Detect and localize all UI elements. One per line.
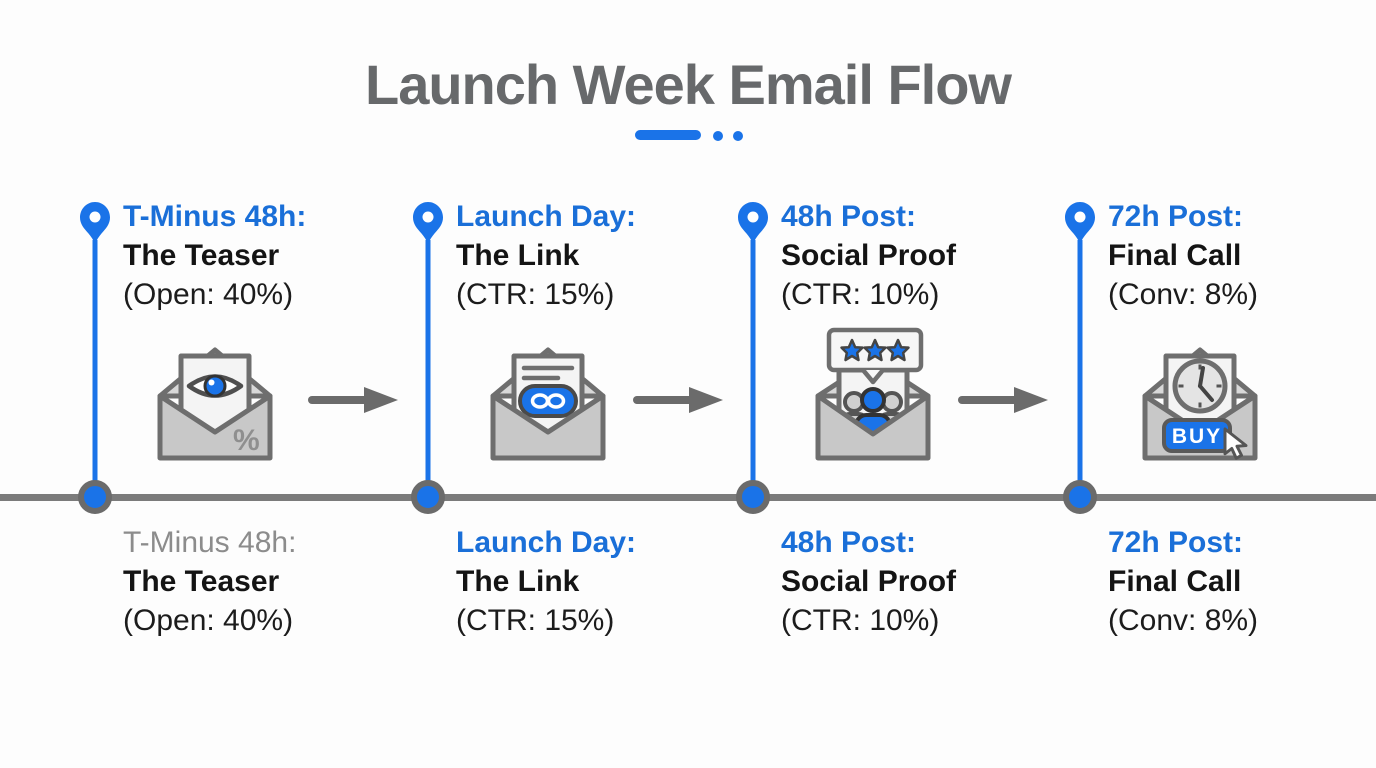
stage-name: The Teaser xyxy=(123,565,280,598)
stage-metric: (Open: 40%) xyxy=(123,278,294,311)
buy-now-envelope-icon: BUY xyxy=(1142,347,1258,461)
stage-name: The Link xyxy=(456,239,580,272)
open-tracking-envelope-icon: % xyxy=(157,347,273,461)
stage-time-label: T-Minus 48h: xyxy=(123,526,297,559)
stage-label-bottom: Launch Day: The Link (CTR: 15%) xyxy=(456,523,776,640)
stage-time-label: 72h Post: xyxy=(1108,526,1244,559)
stage-metric: (Conv: 8%) xyxy=(1108,604,1259,637)
stage-name: The Teaser xyxy=(123,239,280,272)
star-icon xyxy=(863,338,887,362)
right-arrow-icon xyxy=(633,387,723,413)
link-envelope-icon xyxy=(490,347,606,461)
timeline-node xyxy=(78,480,112,514)
stage-metric: (CTR: 15%) xyxy=(456,278,615,311)
title-underline-dot-icon xyxy=(733,131,743,141)
map-pin-icon xyxy=(738,202,768,497)
stage-metric: (CTR: 10%) xyxy=(781,604,940,637)
stage-metric: (Open: 40%) xyxy=(123,604,294,637)
map-pin-icon xyxy=(1065,202,1095,497)
stage-time-label: 48h Post: xyxy=(781,526,917,559)
social-proof-envelope-icon xyxy=(815,327,931,461)
stage-time-label: Launch Day: xyxy=(456,200,637,233)
timeline-node xyxy=(736,480,770,514)
title-underline-dot-icon xyxy=(713,131,723,141)
stage-label-top: Launch Day: The Link (CTR: 15%) xyxy=(456,197,776,314)
star-icon xyxy=(840,338,864,362)
stage-name: Social Proof xyxy=(781,565,957,598)
stage-label-bottom: 48h Post: Social Proof (CTR: 10%) xyxy=(781,523,1101,640)
stage-time-label: T-Minus 48h: xyxy=(123,200,307,233)
title-underline-dash-icon xyxy=(635,130,701,140)
stage-name: Final Call xyxy=(1108,565,1242,598)
stage-label-bottom: T-Minus 48h: The Teaser (Open: 40%) xyxy=(123,523,443,640)
buy-button-label: BUY xyxy=(1172,425,1222,448)
timeline-axis xyxy=(0,494,1376,501)
stage-time-label: Launch Day: xyxy=(456,526,637,559)
page-title: Launch Week Email Flow xyxy=(364,53,1012,116)
stage-label-top: T-Minus 48h: The Teaser (Open: 40%) xyxy=(123,197,443,314)
star-icon xyxy=(886,338,910,362)
map-pin-icon xyxy=(413,202,443,497)
right-arrow-icon xyxy=(958,387,1048,413)
percent-symbol: % xyxy=(233,424,260,457)
stage-name: Social Proof xyxy=(781,239,957,272)
stage-label-bottom: 72h Post: Final Call (Conv: 8%) xyxy=(1108,523,1376,640)
stage-metric: (Conv: 8%) xyxy=(1108,278,1259,311)
stage-metric: (CTR: 10%) xyxy=(781,278,940,311)
stage-time-label: 48h Post: xyxy=(781,200,917,233)
stage-name: Final Call xyxy=(1108,239,1242,272)
stage-metric: (CTR: 15%) xyxy=(456,604,615,637)
map-pin-icon xyxy=(80,202,110,497)
cursor-icon xyxy=(1223,427,1248,460)
timeline-node xyxy=(1063,480,1097,514)
stage-name: The Link xyxy=(456,565,580,598)
stage-time-label: 72h Post: xyxy=(1108,200,1244,233)
stage-label-top: 72h Post: Final Call (Conv: 8%) xyxy=(1108,197,1376,314)
timeline-node xyxy=(411,480,445,514)
right-arrow-icon xyxy=(308,387,398,413)
stage-label-top: 48h Post: Social Proof (CTR: 10%) xyxy=(781,197,1101,314)
